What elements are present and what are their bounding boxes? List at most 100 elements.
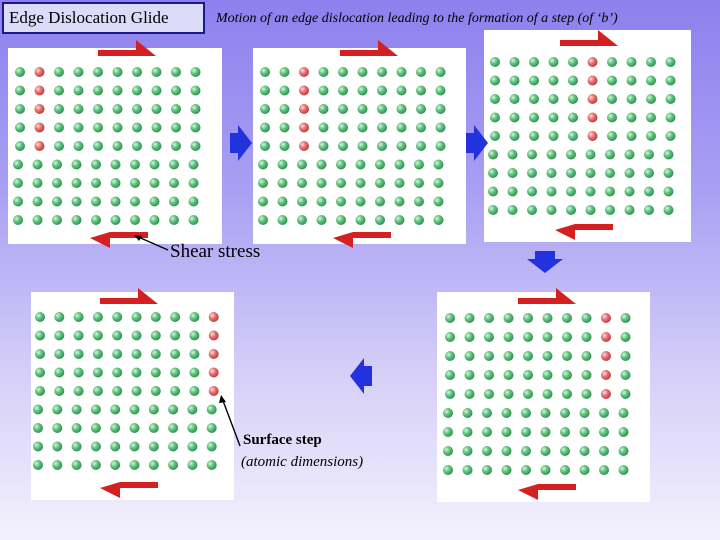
lattice-atom	[91, 178, 101, 188]
lattice-atom	[149, 196, 160, 207]
lattice-atom	[490, 112, 500, 123]
lattice-atom	[620, 332, 631, 342]
lattice-atom	[414, 159, 424, 170]
lattice-atom	[503, 370, 514, 380]
lattice-atom	[540, 408, 551, 418]
lattice-atom	[90, 441, 101, 452]
lattice-atom	[338, 104, 348, 114]
lattice-atom	[33, 423, 43, 433]
lattice-atom	[130, 159, 140, 170]
lattice-atom	[435, 104, 446, 114]
lattice-atom	[260, 67, 270, 77]
lattice-atom	[132, 104, 142, 114]
lattice-atom	[568, 131, 578, 141]
lattice-atom	[414, 196, 424, 207]
lattice-atom	[35, 367, 45, 378]
lattice-atom	[148, 460, 159, 470]
dislocation-atom	[208, 386, 219, 396]
shear-arrow-left	[518, 484, 576, 500]
lattice-atom	[54, 141, 64, 151]
lattice-atom	[168, 441, 179, 452]
lattice-atom	[132, 141, 142, 151]
lattice-atom	[112, 386, 123, 396]
lattice-atom	[568, 112, 578, 123]
lattice-atom	[171, 122, 181, 133]
lattice-atom	[546, 149, 557, 160]
lattice-atom	[15, 85, 25, 96]
lattice-atom	[169, 215, 179, 225]
dislocation-atom	[587, 131, 598, 141]
subtitle: Motion of an edge dislocation leading to…	[216, 11, 618, 26]
lattice-atom	[529, 57, 539, 67]
lattice-atom	[32, 196, 43, 207]
lattice-atom	[357, 85, 368, 96]
lattice-atom	[482, 446, 492, 456]
lattice-atom	[507, 168, 518, 178]
dislocation-atom	[601, 389, 611, 399]
lattice-atom	[129, 441, 140, 452]
lattice-atom	[482, 408, 492, 418]
lattice-atom	[484, 351, 494, 361]
lattice-atom	[93, 122, 103, 133]
lattice-atom	[279, 67, 290, 77]
lattice-atom	[507, 205, 518, 215]
dislocation-atom	[34, 104, 45, 114]
lattice-atom	[665, 94, 676, 104]
lattice-atom	[501, 408, 512, 418]
lattice-atom	[35, 349, 45, 359]
lattice-atom	[93, 141, 103, 151]
lattice-atom	[624, 186, 635, 197]
lattice-atom	[169, 159, 179, 170]
lattice-atom	[110, 441, 121, 452]
lattice-atom	[540, 427, 551, 437]
lattice-atom	[73, 122, 84, 133]
lattice-atom	[54, 67, 64, 77]
lattice-atom	[521, 465, 531, 475]
lattice-atom	[482, 465, 492, 475]
lattice-atom	[607, 131, 617, 141]
lattice-atom	[187, 441, 198, 452]
lattice-atom	[258, 196, 268, 207]
lattice-atom	[626, 131, 637, 141]
lattice-atom	[484, 313, 494, 323]
lattice-atom	[579, 408, 590, 418]
lattice-atom	[562, 351, 572, 361]
lattice-atom	[206, 460, 217, 470]
dislocation-atom	[299, 85, 309, 96]
lattice-atom	[443, 427, 453, 437]
lattice-atom	[585, 186, 596, 197]
lattice-atom	[73, 104, 84, 114]
lattice-atom	[54, 386, 65, 396]
lattice-atom	[71, 178, 82, 188]
lattice-atom	[548, 94, 559, 104]
lattice-atom	[377, 141, 387, 151]
lattice-atom	[462, 427, 473, 437]
lattice-atom	[148, 423, 159, 433]
dislocation-atom	[601, 351, 611, 361]
lattice-atom	[581, 313, 592, 323]
lattice-atom	[509, 94, 520, 104]
lattice-atom	[646, 94, 656, 104]
dislocation-atom	[299, 122, 309, 133]
lattice-atom	[71, 441, 82, 452]
lattice-atom	[566, 168, 576, 178]
lattice-atom	[529, 131, 539, 141]
lattice-atom	[607, 75, 617, 86]
lattice-atom	[503, 351, 514, 361]
lattice-atom	[585, 149, 596, 160]
lattice-atom	[151, 85, 162, 96]
lattice-atom	[607, 112, 617, 123]
lattice-atom	[581, 370, 592, 380]
lattice-atom	[73, 386, 84, 396]
lattice-atom	[529, 112, 539, 123]
lattice-atom	[336, 178, 346, 188]
lattice-atom	[112, 312, 123, 322]
shear-arrow-left	[100, 482, 158, 498]
lattice-atom	[131, 386, 142, 396]
lattice-atom	[170, 330, 181, 341]
lattice-atom	[566, 205, 576, 215]
lattice-atom	[443, 446, 453, 456]
lattice-atom	[93, 67, 103, 77]
lattice-atom	[355, 159, 366, 170]
